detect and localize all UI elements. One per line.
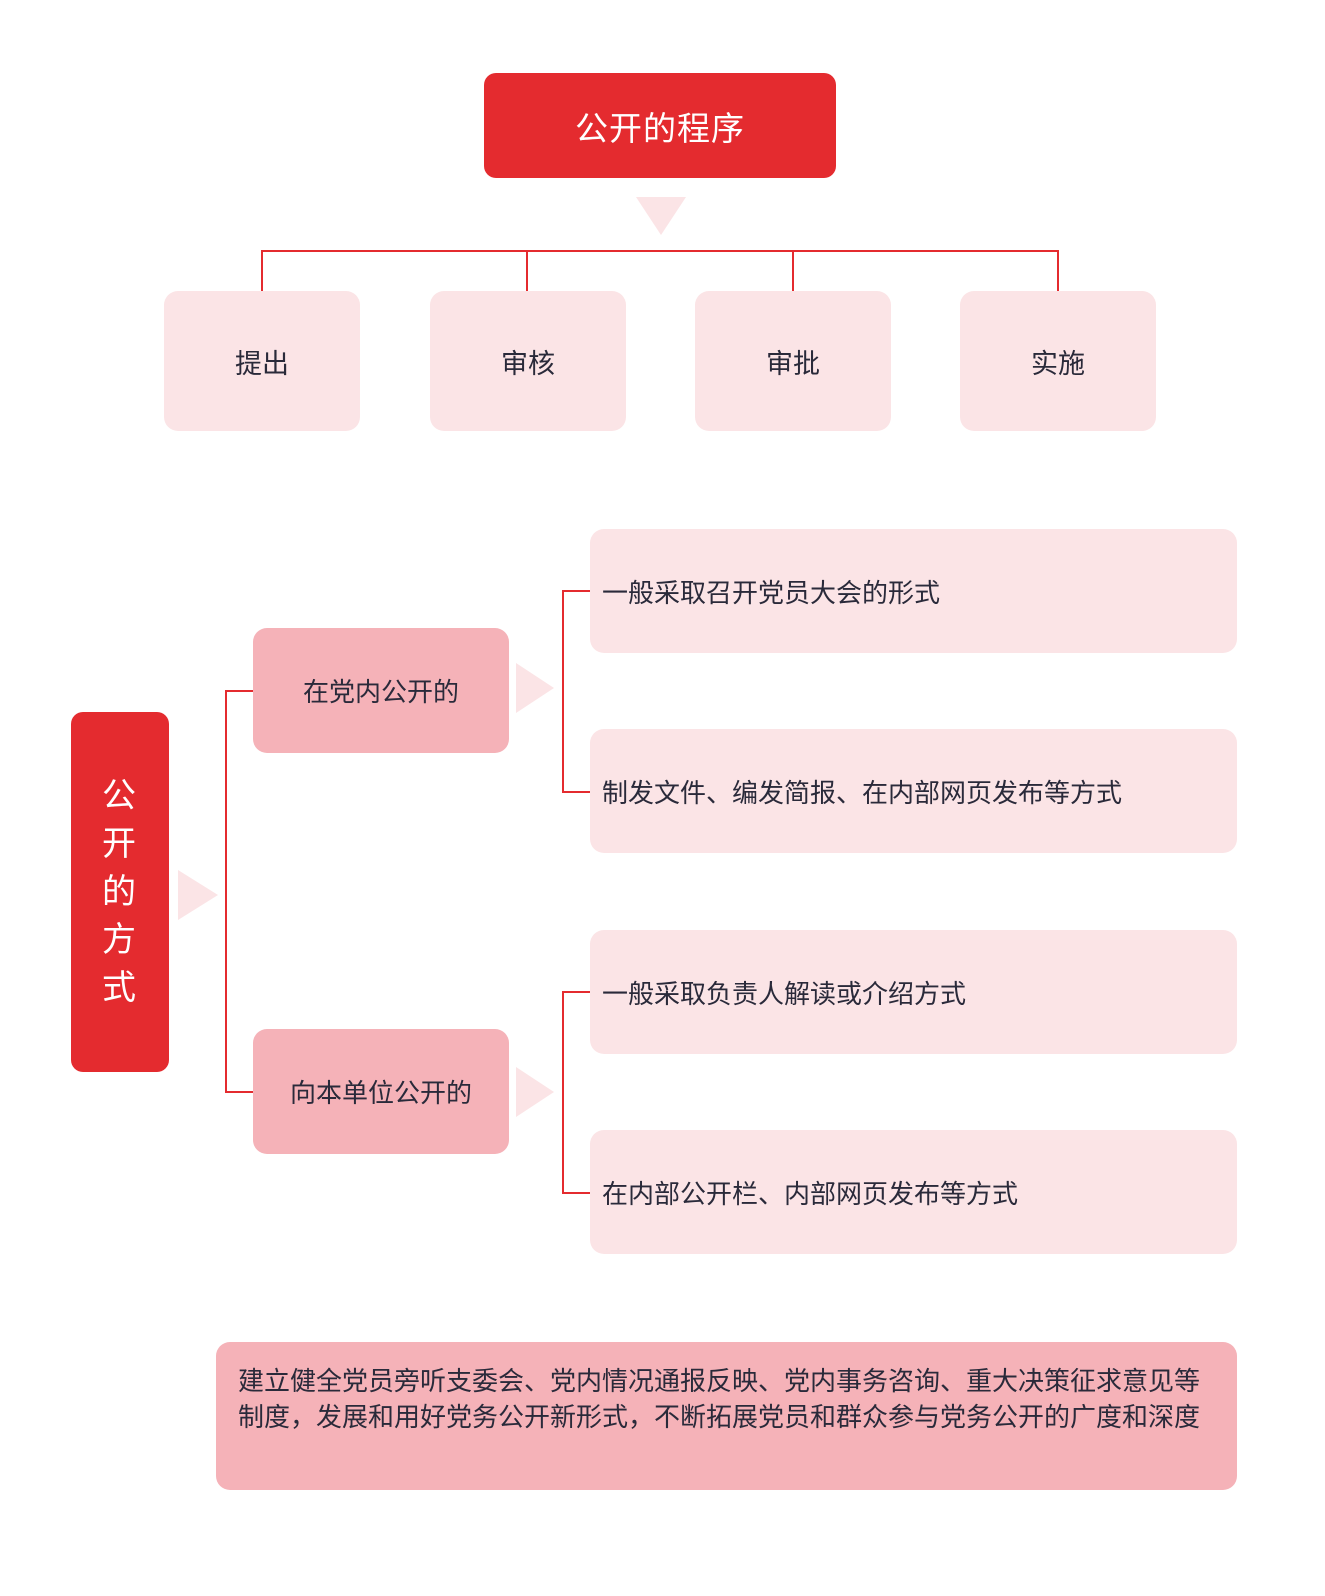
category-box-party-internal: 在党内公开的 bbox=[253, 628, 509, 753]
procedure-step-label: 实施 bbox=[1031, 348, 1085, 380]
methods-title-box: 公开的方式 bbox=[71, 712, 169, 1072]
procedure-connector-3 bbox=[792, 250, 794, 292]
procedure-step-box: 提出 bbox=[164, 291, 360, 431]
category-right-arrow-icon bbox=[516, 663, 554, 713]
method-item-box: 制发文件、编发简报、在内部网页发布等方式 bbox=[590, 729, 1237, 853]
category-2-bracket-vertical bbox=[562, 991, 564, 1194]
method-item-text: 制发文件、编发简报、在内部网页发布等方式 bbox=[602, 778, 1123, 809]
procedure-title-box: 公开的程序 bbox=[484, 73, 836, 178]
procedure-step-box: 审核 bbox=[430, 291, 626, 431]
methods-title: 公开的方式 bbox=[102, 776, 138, 1008]
category-box-unit: 向本单位公开的 bbox=[253, 1029, 509, 1154]
procedure-step-label: 提出 bbox=[235, 348, 289, 380]
procedure-connector-horizontal bbox=[261, 250, 1059, 252]
procedure-down-arrow-icon bbox=[636, 197, 686, 235]
procedure-step-label: 审核 bbox=[501, 348, 555, 380]
procedure-step-label: 审批 bbox=[766, 348, 820, 380]
method-item-text: 一般采取召开党员大会的形式 bbox=[602, 578, 941, 609]
method-item-text: 在内部公开栏、内部网页发布等方式 bbox=[602, 1179, 1019, 1210]
procedure-connector-1 bbox=[261, 250, 263, 292]
methods-bracket-vertical bbox=[225, 690, 227, 1093]
methods-bracket-top bbox=[225, 690, 255, 692]
category-1-bracket-bottom bbox=[562, 791, 592, 793]
category-1-bracket-vertical bbox=[562, 590, 564, 793]
methods-bracket-bottom bbox=[225, 1091, 255, 1093]
method-item-box: 在内部公开栏、内部网页发布等方式 bbox=[590, 1130, 1237, 1254]
method-item-box: 一般采取负责人解读或介绍方式 bbox=[590, 930, 1237, 1054]
procedure-connector-2 bbox=[526, 250, 528, 292]
procedure-step-box: 审批 bbox=[695, 291, 891, 431]
procedure-step-box: 实施 bbox=[960, 291, 1156, 431]
category-2-bracket-bottom bbox=[562, 1192, 592, 1194]
procedure-title: 公开的程序 bbox=[575, 108, 745, 148]
methods-right-arrow-icon bbox=[178, 870, 218, 920]
method-item-box: 一般采取召开党员大会的形式 bbox=[590, 529, 1237, 653]
category-2-bracket-top bbox=[562, 991, 592, 993]
category-label: 在党内公开的 bbox=[302, 678, 459, 708]
method-item-text: 一般采取负责人解读或介绍方式 bbox=[602, 979, 967, 1010]
procedure-connector-4 bbox=[1057, 250, 1059, 292]
category-label: 向本单位公开的 bbox=[289, 1079, 472, 1109]
category-right-arrow-icon bbox=[516, 1067, 554, 1117]
summary-box: 建立健全党员旁听支委会、党内情况通报反映、党内事务咨询、重大决策征求意见等制度，… bbox=[216, 1342, 1237, 1490]
summary-text: 建立健全党员旁听支委会、党内情况通报反映、党内事务咨询、重大决策征求意见等制度，… bbox=[238, 1367, 1201, 1433]
category-1-bracket-top bbox=[562, 590, 592, 592]
